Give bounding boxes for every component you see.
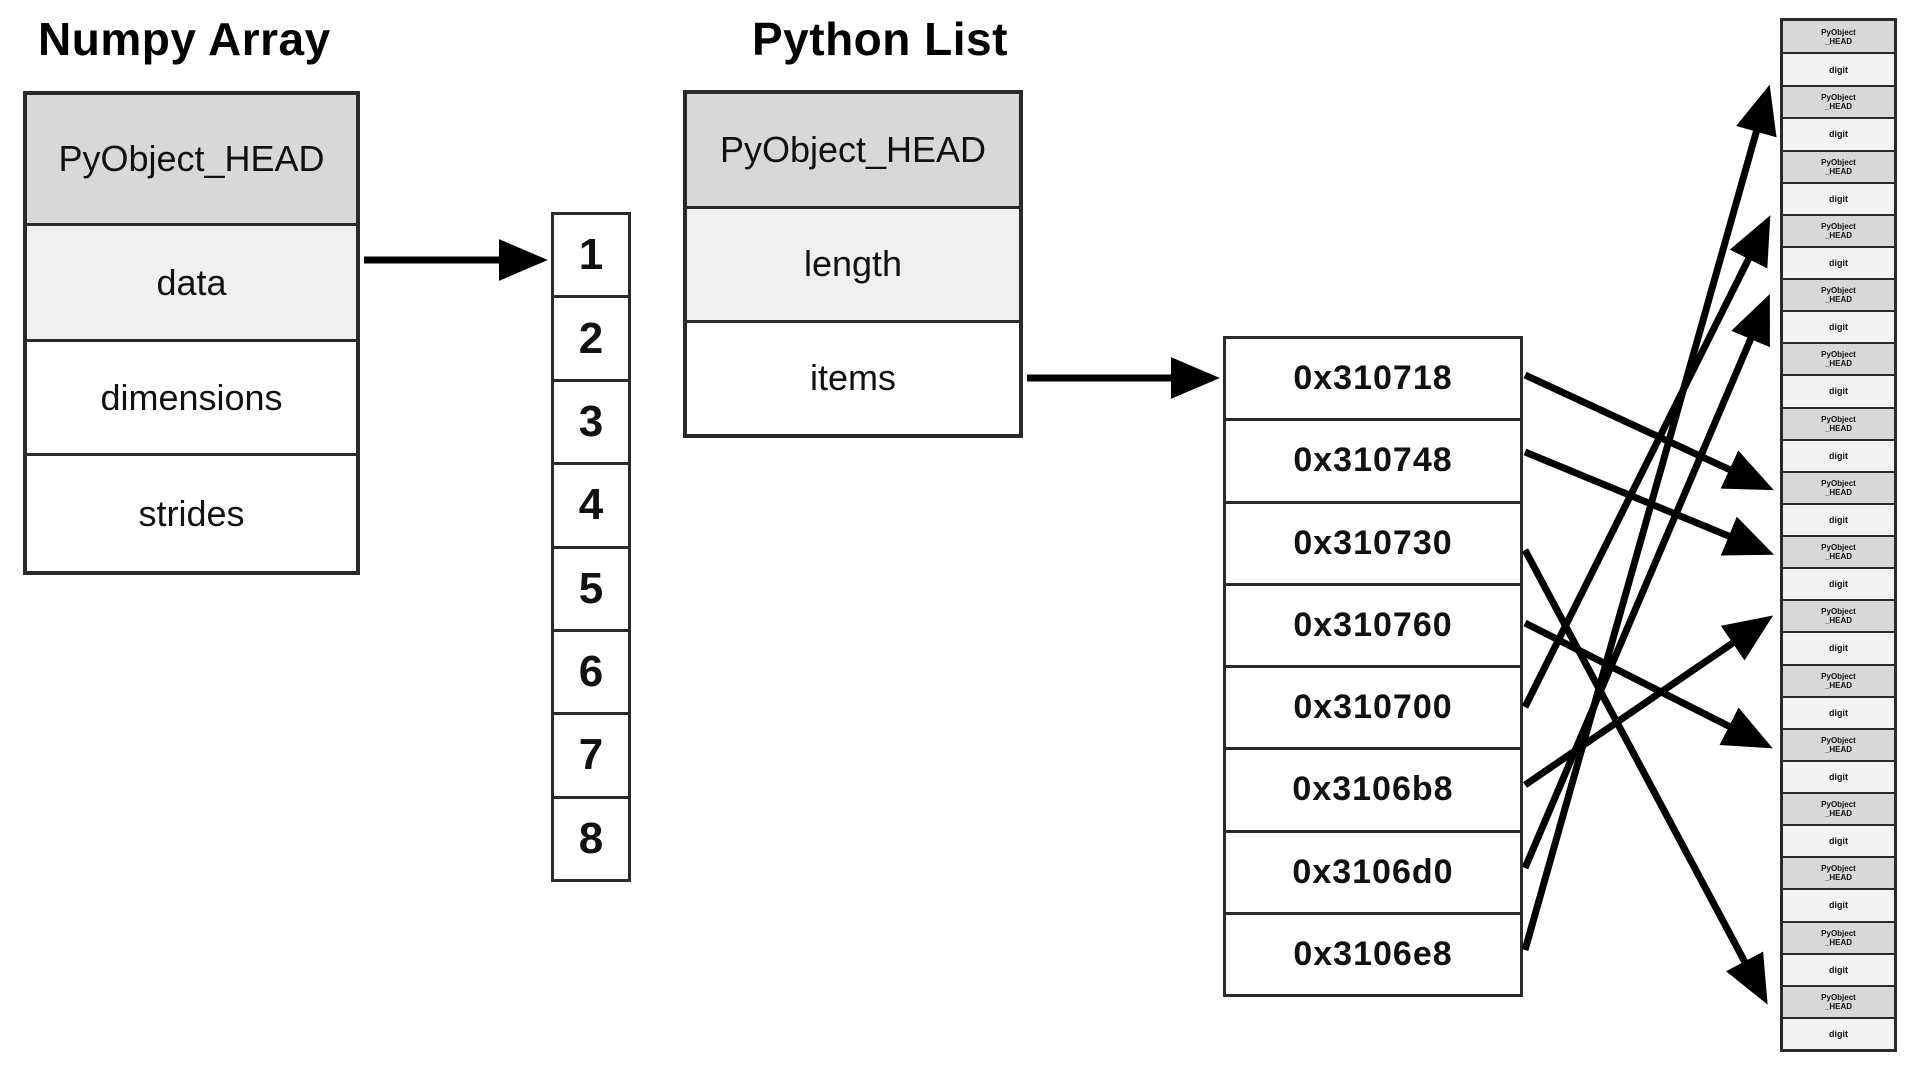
numpy-pyobject-head-label: PyObject_HEAD [58,138,325,180]
pointer-arrow-0x3106b8 [1523,615,1774,788]
pointer-cell: 0x310730 [1226,500,1520,583]
heap-object-head-cell: PyObject_HEAD [1783,406,1894,439]
heap-object-head-cell: PyObject_HEAD [1783,278,1894,311]
heap-object-digit-cell: digit [1783,245,1894,278]
heap-object-digit-cell: digit [1783,438,1894,471]
heap-object-14: PyObject_HEAD digit [1783,856,1894,921]
heap-object-digit-cell: digit [1783,888,1894,921]
heap-object-digit-cell: digit [1783,502,1894,535]
numpy-dimensions-cell: dimensions [27,339,356,454]
heap-object-head-cell: PyObject_HEAD [1783,535,1894,568]
pointer-cell: 0x3106b8 [1226,747,1520,829]
heap-object-head-cell: PyObject_HEAD [1783,727,1894,760]
heap-object-16: PyObject_HEAD digit [1783,984,1894,1049]
heap-object-6: PyObject_HEAD digit [1783,342,1894,407]
heap-object-digit-cell: digit [1783,952,1894,985]
heap-object-3: PyObject_HEAD digit [1783,149,1894,214]
pointer-arrow-0x3106d0 [1521,293,1770,870]
heap-object-digit-cell: digit [1783,567,1894,600]
buffer-cell: 7 [554,712,628,795]
heap-object-8: PyObject_HEAD digit [1783,470,1894,535]
numpy-data-label: data [156,261,227,303]
list-length-cell: length [687,206,1019,320]
heap-object-digit-cell: digit [1783,310,1894,343]
heap-object-head-cell: PyObject_HEAD [1783,599,1894,632]
pointer-arrow-0x310760 [1523,619,1773,749]
pointer-arrow-0x310730 [1521,548,1768,1005]
buffer-cell: 6 [554,628,628,712]
heap-object-digit-cell: digit [1783,759,1894,792]
pointer-arrow-0x310718 [1523,371,1774,491]
heap-object-head-cell: PyObject_HEAD [1783,920,1894,953]
list-items-cell: items [687,319,1019,434]
heap-object-11: PyObject_HEAD digit [1783,663,1894,728]
heap-object-digit-cell: digit [1783,117,1894,150]
numpy-strides-cell: strides [27,453,356,571]
heap-object-digit-cell: digit [1783,181,1894,214]
heap-object-12: PyObject_HEAD digit [1783,727,1894,792]
pointer-cell: 0x310718 [1293,359,1453,398]
python-list-title: Python List [752,13,1008,65]
numpy-array-title: Numpy Array [38,13,331,65]
heap-object-head-cell: PyObject_HEAD [1783,856,1894,889]
heap-object-head-cell: PyObject_HEAD [1783,85,1894,118]
list-pyobject-head-cell: PyObject_HEAD [687,94,1019,207]
numpy-pyobject-head-cell: PyObject_HEAD [27,95,356,224]
heap-object-2: PyObject_HEAD digit [1783,85,1894,150]
heap-object-digit-cell: digit [1783,374,1894,407]
heap-object-15: PyObject_HEAD digit [1783,920,1894,985]
pointer-arrow-0x310748 [1523,448,1775,556]
heap-object-head-cell: PyObject_HEAD [1783,663,1894,696]
heap-object-9: PyObject_HEAD digit [1783,535,1894,600]
heap-object-7: PyObject_HEAD digit [1783,406,1894,471]
heap-object-digit-cell: digit [1783,824,1894,857]
heap-object-head-cell: PyObject_HEAD [1783,342,1894,375]
heap-object-10: PyObject_HEAD digit [1783,599,1894,664]
pointer-cell: 0x310748 [1226,418,1520,500]
heap-object-digit-cell: digit [1783,1016,1894,1049]
pointer-cell: 0x3106e8 [1226,911,1520,994]
heap-objects-column: PyObject_HEAD digit PyObject_HEAD digit … [1780,18,1897,1052]
heap-object-head-cell: PyObject_HEAD [1783,984,1894,1017]
pointer-cell: 0x310700 [1226,665,1520,747]
buffer-cell: 8 [554,795,628,879]
heap-object-5: PyObject_HEAD digit [1783,278,1894,343]
python-list-struct: PyObject_HEAD length items [683,90,1023,438]
numpy-data-buffer: 1 2 3 4 5 6 7 8 [551,212,631,882]
pointer-cell: 0x310760 [1226,582,1520,665]
heap-object-4: PyObject_HEAD digit [1783,213,1894,278]
heap-object-1: PyObject_HEAD digit [1783,21,1894,86]
heap-object-13: PyObject_HEAD digit [1783,792,1894,857]
buffer-cell: 3 [554,378,628,462]
list-length-label: length [803,243,903,285]
numpy-data-cell: data [27,223,356,340]
buffer-cell: 4 [554,462,628,545]
pointer-arrow-0x3106e8 [1521,84,1777,951]
numpy-strides-label: strides [138,492,245,534]
heap-object-head-cell: PyObject_HEAD [1783,149,1894,182]
heap-object-head-cell: PyObject_HEAD [1783,792,1894,825]
heap-object-head-cell: PyObject_HEAD [1783,470,1894,503]
heap-object-digit-cell: digit [1783,52,1894,86]
list-items-label: items [809,357,896,399]
buffer-cell: 1 [578,230,604,280]
heap-object-digit-cell: digit [1783,695,1894,728]
pointer-arrow-0x310700 [1521,215,1771,709]
heap-object-head-cell: PyObject_HEAD [1783,213,1894,246]
buffer-cell: 5 [554,545,628,629]
heap-object-digit-cell: digit [1783,631,1894,664]
buffer-cell: 2 [554,295,628,378]
list-pointer-array: 0x310718 0x310748 0x310730 0x310760 0x31… [1223,336,1523,997]
numpy-dimensions-label: dimensions [100,376,283,418]
numpy-array-struct: PyObject_HEAD data dimensions strides [23,91,360,575]
list-pyobject-head-label: PyObject_HEAD [719,129,987,171]
heap-object-head-cell: PyObject_HEAD [1783,21,1894,53]
pointer-cell: 0x3106d0 [1226,829,1520,912]
